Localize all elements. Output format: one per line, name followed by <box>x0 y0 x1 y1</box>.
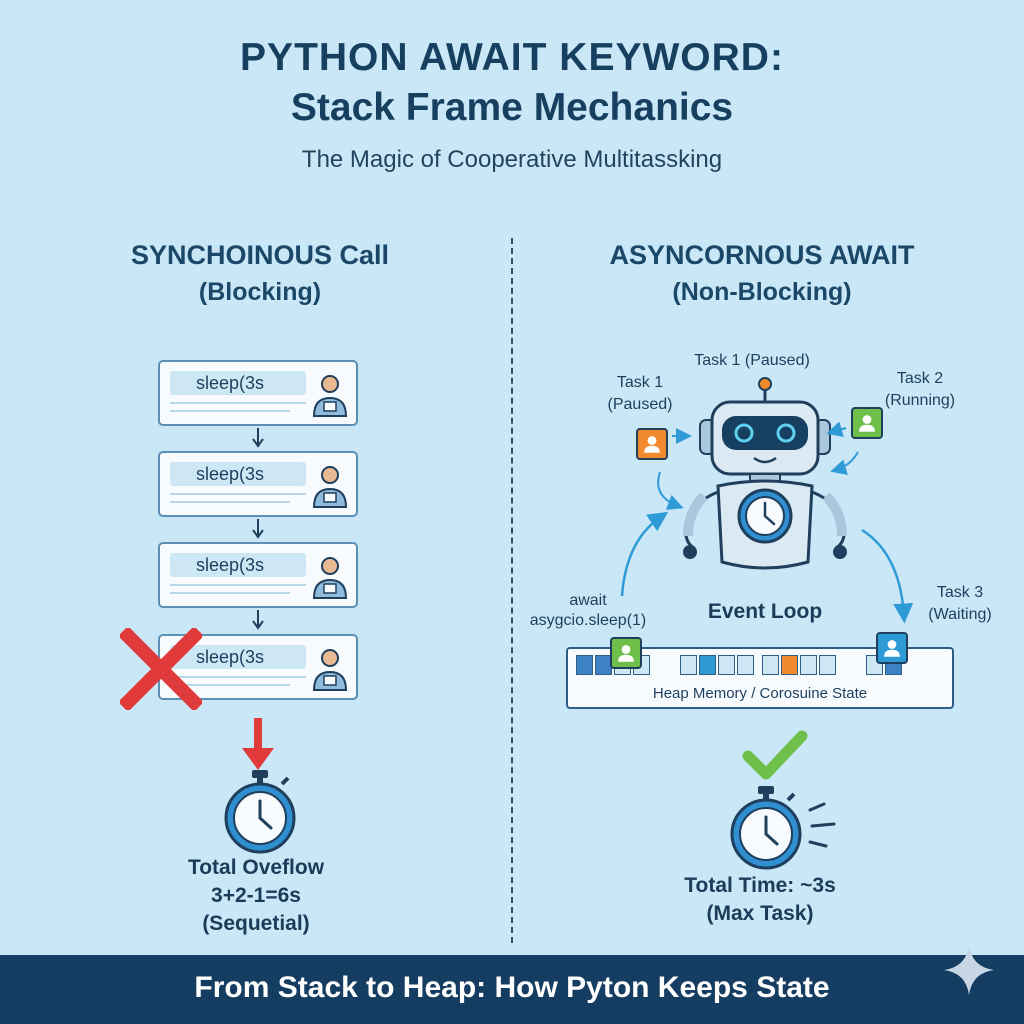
page-subtitle: The Magic of Cooperative Multitassking <box>301 146 723 173</box>
person-icon <box>312 557 348 599</box>
stack-frame-code: sleep(3s <box>170 553 306 577</box>
task-top-label: Task 1 (Paused) <box>694 352 810 369</box>
page-title: PYTHON AWAIT KEYWORD: <box>240 36 784 79</box>
async-subheading: (Non-Blocking) <box>672 278 852 306</box>
heap-memory-label: Heap Memory / Corosuine State <box>652 685 868 702</box>
person-icon <box>312 375 348 417</box>
person-icon <box>312 649 348 691</box>
arrow-down-icon <box>252 610 264 630</box>
task3-label: Task 3 <box>936 584 984 601</box>
check-icon <box>742 730 808 780</box>
person-icon <box>312 466 348 508</box>
task1-icon <box>636 428 668 460</box>
stack-frame-1: sleep(3s <box>158 360 358 426</box>
footer-text: From Stack to Heap: How Pyton Keeps Stat… <box>194 971 830 1004</box>
stack-frame-code: sleep(3s <box>170 371 306 395</box>
stopwatch-fast-icon <box>730 786 836 870</box>
sparkle-icon <box>944 945 994 995</box>
event-loop-robot <box>683 377 847 570</box>
sync-result-line3: (Sequetial) <box>202 912 310 935</box>
arrow-down-icon <box>252 428 264 448</box>
task-running-icon <box>610 637 642 669</box>
task2-label: Task 2 <box>896 370 944 387</box>
await-call: asygcio.sleep(1) <box>529 612 647 629</box>
footer-banner: From Stack to Heap: How Pyton Keeps Stat… <box>0 945 1024 1024</box>
sync-heading: SYNCHOINOUS Call <box>130 240 390 270</box>
event-loop-label: Event Loop <box>707 600 823 623</box>
stack-frame-code: sleep(3s <box>170 645 306 669</box>
cross-icon <box>120 628 202 710</box>
stack-frame-3: sleep(3s <box>158 542 358 608</box>
sync-result-line2: 3+2-1=6s <box>211 884 301 907</box>
cycle-arrows <box>620 421 914 624</box>
sync-subheading: (Blocking) <box>198 278 322 306</box>
task3-state: (Waiting) <box>928 606 992 623</box>
column-divider <box>511 238 513 943</box>
task2-icon <box>851 407 883 439</box>
red-arrow-down-icon <box>242 718 274 770</box>
task1-state: (Paused) <box>607 396 673 413</box>
async-result-line1: Total Time: ~3s <box>684 874 836 897</box>
async-result-line2: (Max Task) <box>706 902 814 925</box>
task1-label: Task 1 <box>616 374 664 391</box>
task2-state: (Running) <box>884 392 956 409</box>
await-label: await <box>569 592 607 609</box>
stack-frame-code: sleep(3s <box>170 462 306 486</box>
stack-frame-2: sleep(3s <box>158 451 358 517</box>
async-heading: ASYNCORNOUS AWAIT <box>609 240 915 270</box>
stopwatch-icon <box>224 770 296 854</box>
sync-result-line1: Total Oveflow <box>187 856 325 879</box>
task-waiting-icon <box>876 632 908 664</box>
arrow-down-icon <box>252 519 264 539</box>
page-title-line2: Stack Frame Mechanics <box>290 86 734 129</box>
